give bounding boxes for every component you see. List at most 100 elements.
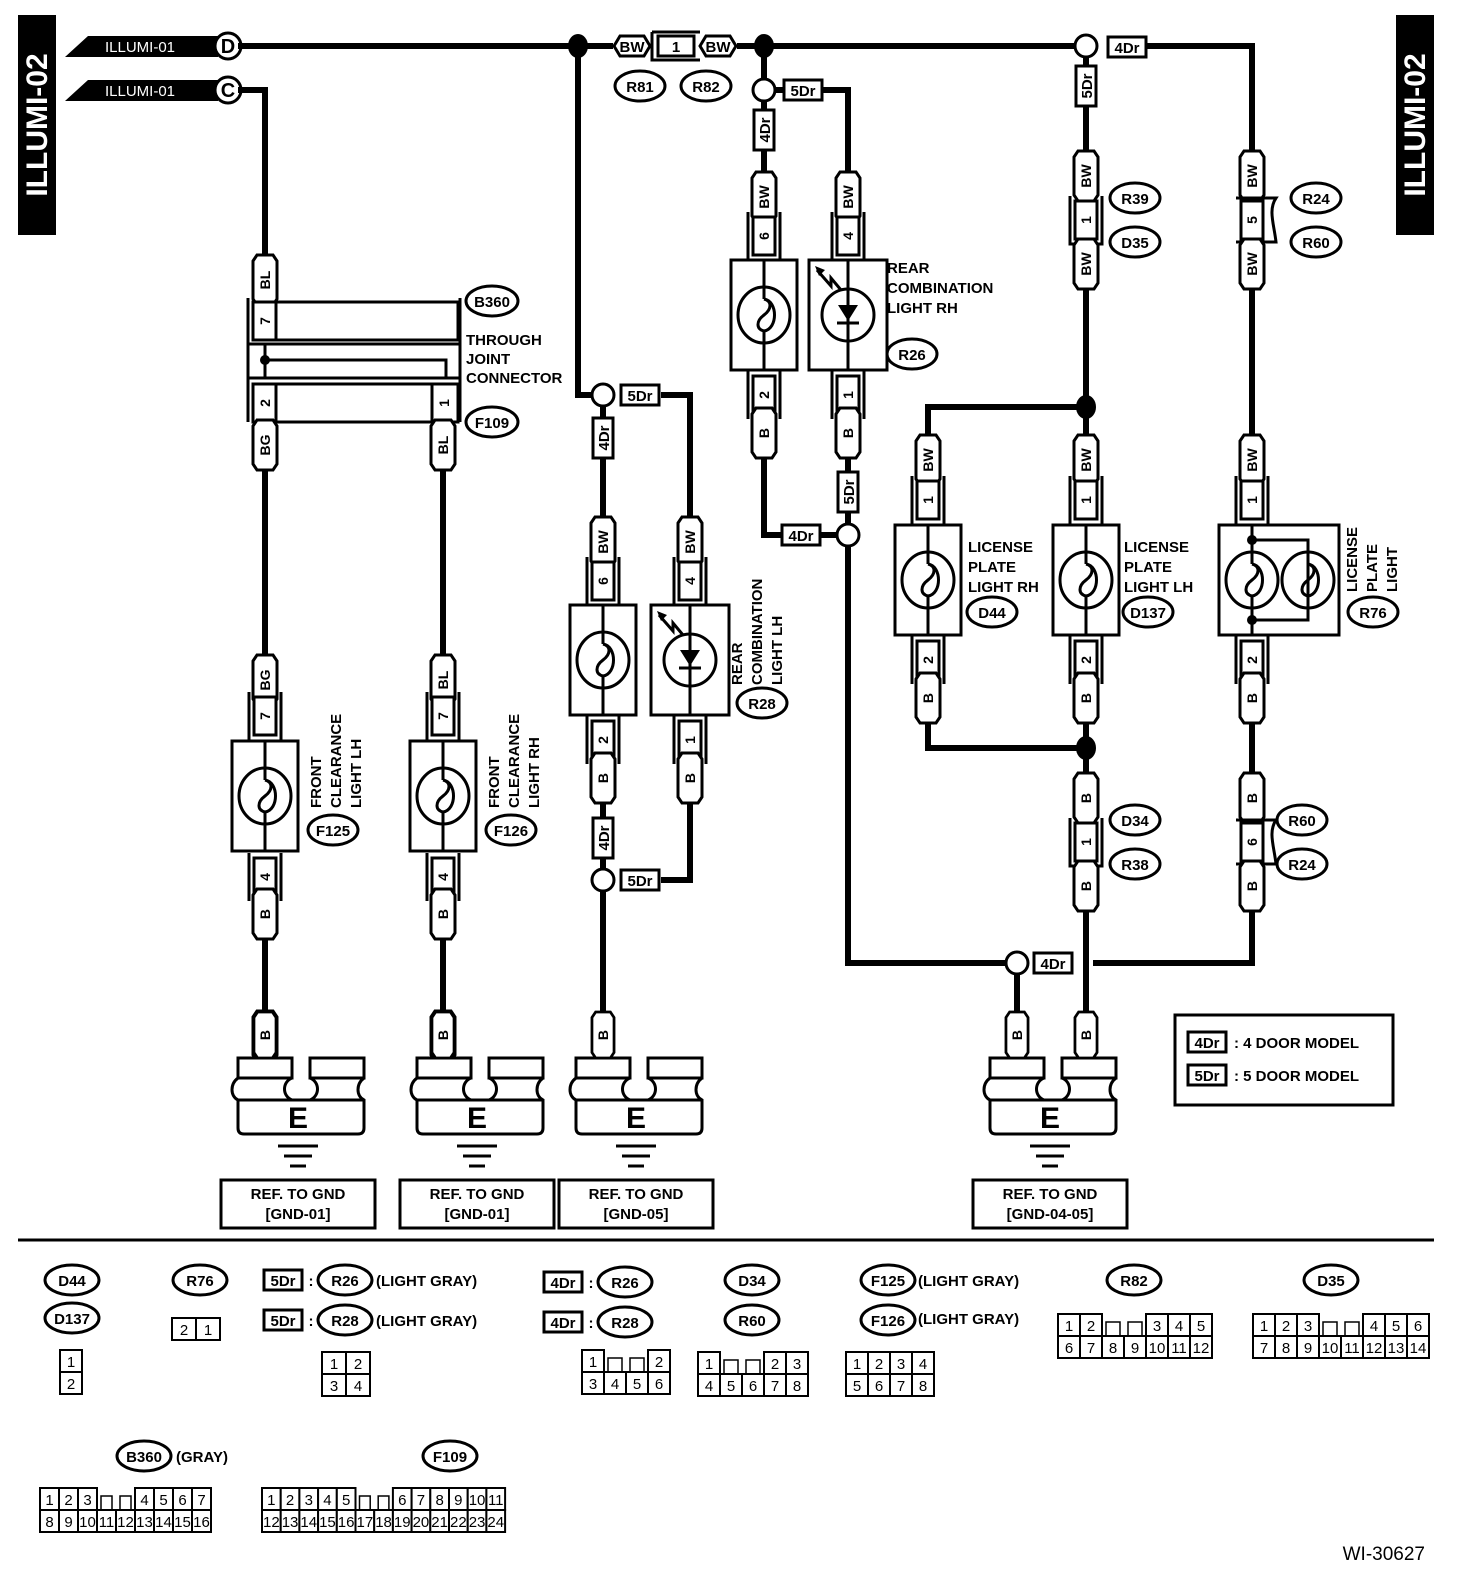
svg-text:1: 1 (589, 1354, 597, 1371)
svg-text:B: B (1078, 1030, 1094, 1040)
inline-connector-r81-r82[interactable]: BW 1 BW R81 R82 (612, 30, 738, 103)
svg-text:15: 15 (174, 1514, 191, 1531)
svg-text:4: 4 (323, 1492, 331, 1509)
svg-text:12: 12 (263, 1514, 280, 1531)
svg-text:7: 7 (1087, 1340, 1095, 1357)
svg-text:REAR: REAR (887, 260, 930, 277)
svg-text:4Dr: 4Dr (788, 528, 813, 545)
svg-text:5Dr: 5Dr (270, 1273, 295, 1290)
svg-text:B: B (595, 1030, 611, 1040)
svg-text:2: 2 (1282, 1318, 1290, 1335)
svg-text:2: 2 (180, 1322, 188, 1339)
svg-text:1: 1 (1078, 838, 1094, 846)
svg-text:6: 6 (875, 1378, 883, 1395)
svg-text:B: B (1078, 881, 1094, 891)
svg-text:1: 1 (672, 39, 680, 56)
svg-text:16: 16 (338, 1514, 355, 1531)
svg-text:D44: D44 (58, 1273, 86, 1290)
tag-5dr: 5Dr (1074, 64, 1098, 108)
svg-text:14: 14 (300, 1514, 317, 1531)
svg-text:6: 6 (756, 232, 772, 240)
svg-text:6: 6 (1065, 1340, 1073, 1357)
svg-text:2: 2 (354, 1356, 362, 1373)
svg-text:F125: F125 (871, 1273, 905, 1290)
svg-text:7: 7 (435, 712, 451, 720)
svg-text:7: 7 (771, 1378, 779, 1395)
svg-text:JOINT: JOINT (466, 351, 510, 368)
page-tag-right: ILLUMI-02 (1396, 15, 1434, 235)
svg-text:D35: D35 (1121, 235, 1149, 252)
svg-text:4: 4 (840, 232, 856, 240)
svg-text:6: 6 (595, 577, 611, 585)
svg-text:BW: BW (1078, 252, 1094, 276)
svg-text:13: 13 (282, 1514, 299, 1531)
tag-4dr: 4Dr (752, 108, 776, 152)
page-tag-left: ILLUMI-02 (18, 15, 56, 235)
svg-text:CONNECTOR: CONNECTOR (466, 370, 563, 387)
svg-text:E: E (288, 1102, 308, 1135)
tag-5dr: 5Dr (619, 868, 661, 892)
svg-text:ILLUMI-02: ILLUMI-02 (21, 53, 54, 196)
svg-text:B: B (257, 1030, 273, 1040)
svg-text:R28: R28 (331, 1313, 359, 1330)
svg-text:8: 8 (919, 1378, 927, 1395)
svg-text:7: 7 (257, 712, 273, 720)
svg-text:2: 2 (771, 1356, 779, 1373)
svg-text:B360: B360 (474, 294, 510, 311)
svg-text:BW: BW (706, 39, 732, 56)
svg-text:R60: R60 (738, 1313, 766, 1330)
svg-text:5Dr: 5Dr (627, 388, 652, 405)
svg-text:REF. TO GND: REF. TO GND (589, 1186, 684, 1203)
svg-text:5Dr: 5Dr (270, 1313, 295, 1330)
svg-text:BG: BG (257, 434, 273, 455)
through-joint-connector[interactable]: BL 7 2 1 BG BL B360 THROUGH JOINT CONNEC… (246, 253, 563, 472)
tag-4dr: 4Dr (591, 816, 615, 860)
svg-text:18: 18 (375, 1514, 392, 1531)
svg-text:B: B (1009, 1030, 1025, 1040)
svg-text:LIGHT RH: LIGHT RH (887, 300, 958, 317)
svg-text:12: 12 (1193, 1340, 1210, 1357)
svg-text:BL: BL (257, 270, 273, 289)
svg-text:ILLUMI-02: ILLUMI-02 (1399, 53, 1432, 196)
svg-text:1: 1 (1078, 496, 1094, 504)
svg-text:4Dr: 4Dr (596, 425, 613, 450)
svg-text:BW: BW (920, 448, 936, 472)
svg-text:R76: R76 (1359, 605, 1387, 622)
svg-text::: : (309, 1313, 314, 1330)
svg-text:2: 2 (655, 1354, 663, 1371)
svg-text:REF. TO GND: REF. TO GND (430, 1186, 525, 1203)
svg-text:(LIGHT GRAY): (LIGHT GRAY) (376, 1273, 477, 1290)
svg-text:7: 7 (257, 317, 273, 325)
svg-text:11: 11 (488, 1492, 504, 1509)
svg-text:R38: R38 (1121, 857, 1149, 874)
input-illumi-01-c[interactable]: ILLUMI-01 C (65, 75, 243, 105)
svg-text:REF. TO GND: REF. TO GND (1003, 1186, 1098, 1203)
svg-text:R26: R26 (611, 1275, 639, 1292)
svg-text:(GRAY): (GRAY) (176, 1449, 228, 1466)
svg-text:3: 3 (330, 1378, 338, 1395)
svg-text:8: 8 (1109, 1340, 1117, 1357)
input-illumi-01-d[interactable]: ILLUMI-01 D (65, 31, 243, 61)
svg-text:B: B (682, 773, 698, 783)
